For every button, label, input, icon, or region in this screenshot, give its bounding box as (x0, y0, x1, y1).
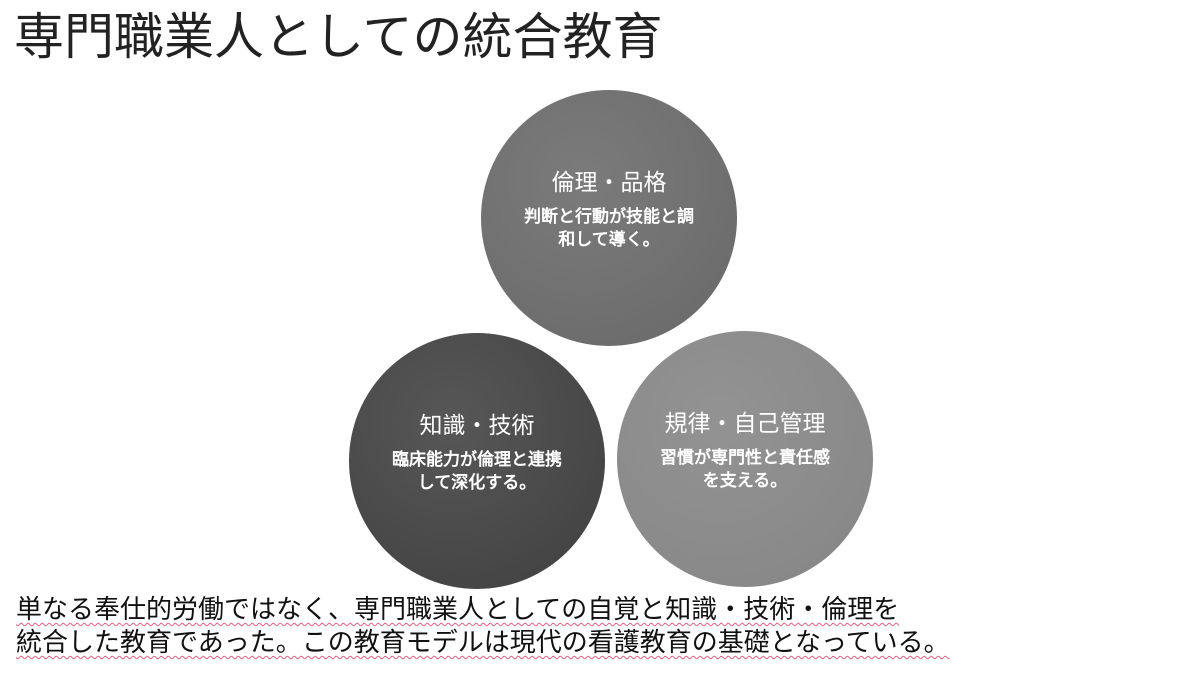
slide-title: 専門職業人としての統合教育 (14, 8, 663, 66)
circle-discipline-text: 習慣が専門性と責任感 を支える。 (643, 447, 848, 493)
circle-discipline-heading: 規律・自己管理 (664, 411, 826, 437)
circle-knowledge-text-line-1: 臨床能力が倫理と連携 (392, 450, 562, 470)
circle-discipline-text-line-2: を支える。 (702, 471, 788, 491)
circle-knowledge-text-line-2: して深化する。 (417, 473, 537, 493)
circle-discipline-text-line-1: 習慣が専門性と責任感 (660, 448, 830, 468)
circle-discipline: 規律・自己管理 習慣が専門性と責任感 を支える。 (617, 331, 873, 587)
conclusion-line-1: 単なる奉仕的労働ではなく、専門職業人としての自覚と知識・技術・倫理を (16, 594, 1186, 627)
circle-ethics-heading: 倫理・品格 (551, 170, 667, 196)
circle-ethics: 倫理・品格 判断と行動が技能と調 和して導く。 (481, 90, 737, 346)
conclusion-text[interactable]: 単なる奉仕的労働ではなく、専門職業人としての自覚と知識・技術・倫理を 統合した教… (16, 594, 1186, 660)
circle-ethics-text-line-1: 判断と行動が技能と調 (524, 207, 694, 227)
conclusion-line-2: 統合した教育であった。この教育モデルは現代の看護教育の基礎となっている。 (16, 627, 1186, 660)
circle-ethics-text: 判断と行動が技能と調 和して導く。 (507, 206, 712, 252)
circle-knowledge: 知識・技術 臨床能力が倫理と連携 して深化する。 (349, 333, 605, 589)
conclusion-line-2-text: 統合した教育であった。この教育モデルは現代の看護教育の基礎となっている。 (16, 628, 950, 658)
circle-knowledge-heading: 知識・技術 (419, 413, 535, 439)
circle-ethics-text-line-2: 和して導く。 (558, 230, 660, 250)
circle-knowledge-text: 臨床能力が倫理と連携 して深化する。 (375, 449, 580, 495)
conclusion-line-1-text: 単なる奉仕的労働ではなく、専門職業人としての自覚と知識・技術・倫理を (16, 595, 900, 625)
